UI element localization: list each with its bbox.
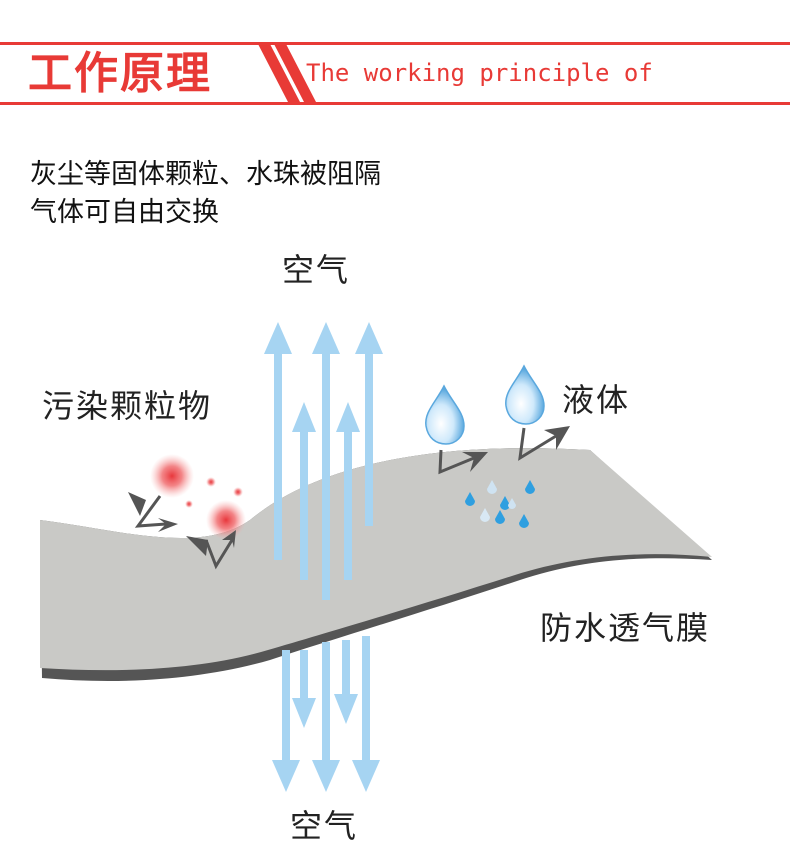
pollutant-label: 污染颗粒物 xyxy=(42,387,213,425)
droplet-large-2 xyxy=(505,364,545,425)
page-title: 工作原理 xyxy=(28,48,212,99)
arrow-down-5 xyxy=(334,640,358,724)
pollutant-bounce-arrows xyxy=(128,492,236,570)
particle-large-1 xyxy=(150,454,194,498)
arrow-down-4 xyxy=(292,650,316,728)
membrane-sheet xyxy=(40,448,712,681)
header-slash-icon xyxy=(258,44,316,102)
arrow-down-1 xyxy=(272,650,300,792)
liquid-label: 液体 xyxy=(562,381,631,419)
header-top-line xyxy=(0,42,790,45)
small-droplets xyxy=(465,480,535,528)
air-up-arrows xyxy=(264,322,383,600)
liquid-droplets xyxy=(425,364,545,445)
particle-small-2 xyxy=(233,487,243,497)
air-top-label: 空气 xyxy=(282,251,351,289)
header-bottom-line xyxy=(0,102,790,105)
arrow-up-2 xyxy=(312,322,340,600)
arrow-down-2 xyxy=(312,642,340,792)
membrane-label: 防水透气膜 xyxy=(540,609,711,647)
droplet-large-1 xyxy=(425,384,465,445)
particle-large-2 xyxy=(206,500,246,540)
description-line-1: 灰尘等固体颗粒、水珠被阻隔 xyxy=(30,159,381,190)
air-down-arrows xyxy=(272,636,380,792)
page-subtitle: The working principle of xyxy=(306,59,653,87)
arrow-up-5 xyxy=(336,402,360,580)
arrow-up-1 xyxy=(264,322,292,560)
air-bottom-label: 空气 xyxy=(290,807,359,845)
arrow-up-3 xyxy=(355,322,383,526)
liquid-bounce-arrows xyxy=(438,426,570,475)
particle-small-3 xyxy=(185,500,193,508)
particle-small-1 xyxy=(206,477,216,487)
description-line-2: 气体可自由交换 xyxy=(30,197,219,228)
arrow-down-3 xyxy=(352,636,380,792)
arrow-up-4 xyxy=(292,402,316,580)
